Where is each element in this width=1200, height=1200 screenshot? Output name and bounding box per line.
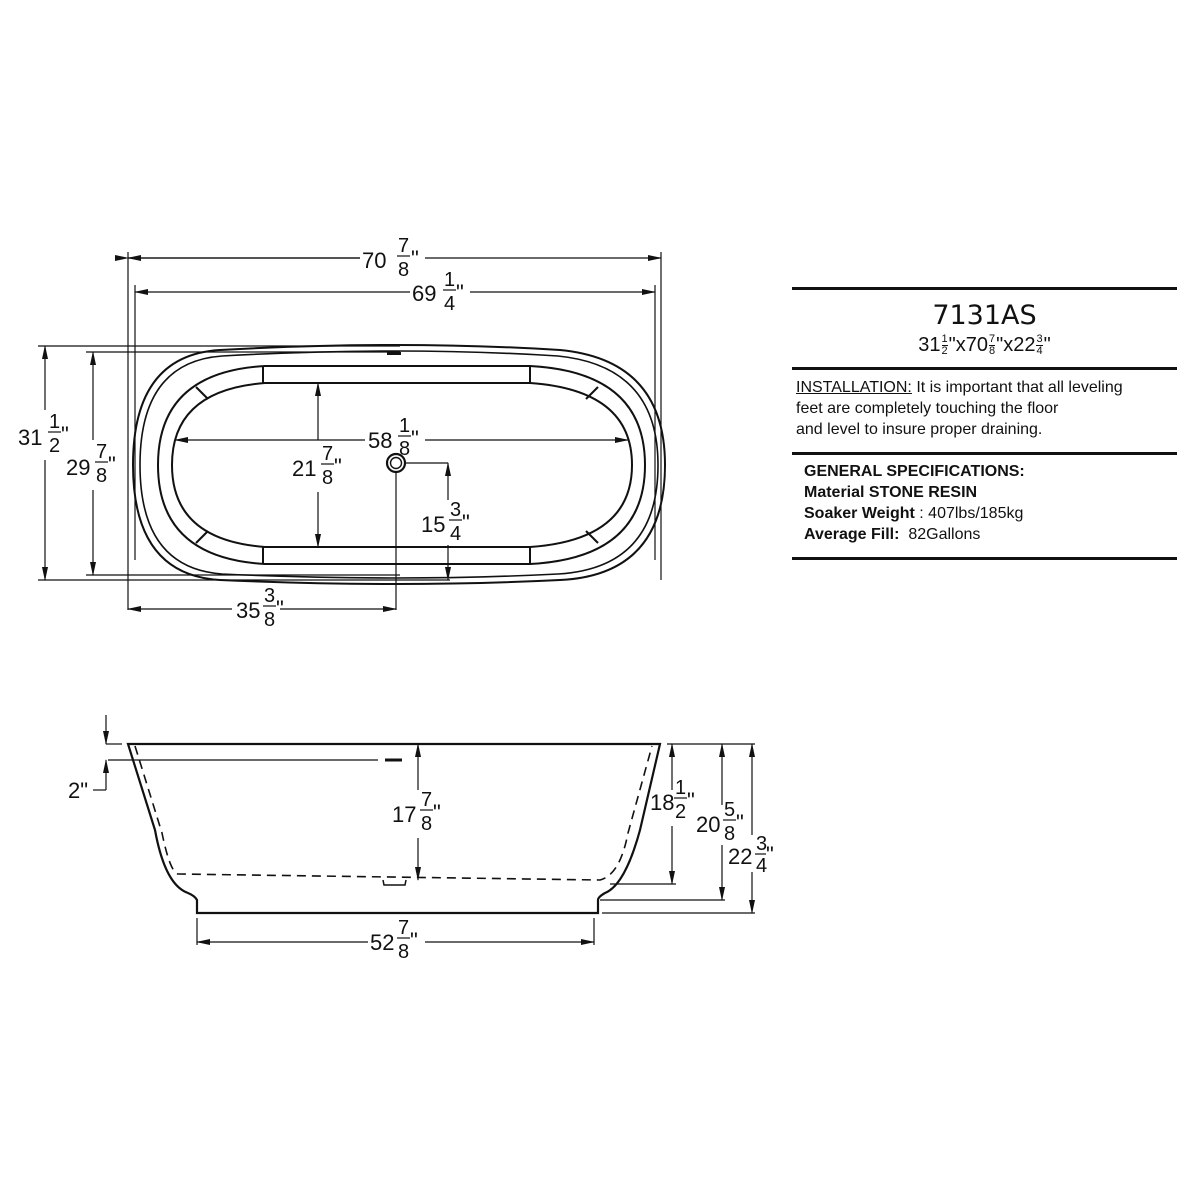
top-view (38, 252, 667, 612)
dim-drain-offset-y-whole: 15 (421, 512, 445, 537)
frac-den: 8 (989, 345, 996, 358)
side-view-labels: 2" 17 7 8 " 18 1 2 " 20 5 8 " 22 3 4 " 5… (68, 777, 774, 963)
spec-weight-value: : 407lbs/185kg (914, 505, 1024, 523)
installation-line-3: and level to insure proper draining. (796, 421, 1043, 439)
inch-mark: " (948, 334, 956, 356)
frac-den: 4 (1036, 345, 1043, 358)
dim-interior-length-den: 8 (399, 438, 410, 460)
dim-base-length-den: 8 (398, 941, 409, 963)
size-width-whole: 31 (918, 334, 941, 356)
divider (792, 287, 1177, 290)
dim-base-length-whole: 52 (370, 930, 394, 955)
model-number: 7131AS (932, 300, 1037, 331)
dim-overall-height-whole: 22 (728, 844, 752, 869)
dim-rim-width-den: 8 (96, 465, 107, 487)
dim-height-to-base-den: 8 (724, 823, 735, 845)
dim-interior-width-den: 8 (322, 467, 333, 489)
frac-den: 2 (941, 345, 948, 358)
dim-water-depth-whole: 17 (392, 802, 416, 827)
inch-mark: " (433, 800, 441, 825)
top-view-labels: 70 7 8 " 69 1 4 " 31 1 2 " 29 7 8 " 58 1… (18, 235, 470, 631)
divider (792, 557, 1177, 561)
divider (792, 367, 1177, 371)
frac-num: 3 (1036, 333, 1043, 347)
frac-num: 1 (941, 333, 948, 347)
general-specifications: GENERAL SPECIFICATIONS: Material STONE R… (792, 455, 1177, 557)
dim-height-to-base-whole: 20 (696, 812, 720, 837)
dim-overflow-drop: 2" (68, 778, 88, 803)
dim-overall-width-whole: 31 (18, 425, 42, 450)
dim-overall-height-den: 4 (756, 855, 767, 877)
inch-mark: " (411, 426, 419, 451)
installation-line-2: feet are completely touching the floor (796, 400, 1059, 418)
spec-material: Material STONE RESIN (804, 484, 978, 502)
inch-mark: " (687, 788, 695, 813)
dim-interior-length-whole: 58 (368, 428, 392, 453)
dim-overall-length-whole: 70 (362, 248, 386, 273)
dim-drain-offset-x-num: 3 (264, 585, 275, 607)
dim-rim-width-num: 7 (96, 441, 107, 463)
inch-mark: " (411, 246, 419, 271)
inch-mark: " (410, 928, 418, 953)
inch-mark: " (61, 422, 69, 447)
dim-interior-length-num: 1 (399, 415, 410, 437)
inch-mark: " (1043, 334, 1051, 356)
inch-mark: " (334, 454, 342, 479)
dim-base-length-num: 7 (398, 917, 409, 939)
inch-mark: " (766, 842, 774, 867)
dim-drain-offset-y-num: 3 (450, 499, 461, 521)
dim-overall-length-num: 7 (398, 235, 409, 257)
dim-drain-offset-y-den: 4 (450, 523, 461, 545)
frac-num: 7 (989, 333, 996, 347)
dim-drain-offset-x-whole: 35 (236, 598, 260, 623)
spec-fill-label: Average Fill: (804, 526, 900, 544)
spec-fill-value: 82Gallons (899, 526, 981, 544)
dim-overall-length-den: 8 (398, 259, 409, 281)
specs-heading: GENERAL SPECIFICATIONS: (804, 463, 1025, 481)
dim-rim-length-whole: 69 (412, 281, 436, 306)
size-length-whole: 70 (965, 334, 988, 356)
inch-mark: " (462, 510, 470, 535)
dim-interior-depth-den: 2 (675, 801, 686, 823)
dim-rim-length-num: 1 (444, 269, 455, 291)
dim-interior-width-whole: 21 (292, 456, 316, 481)
dim-drain-offset-x-den: 8 (264, 609, 275, 631)
dim-height-to-base-num: 5 (724, 799, 735, 821)
spec-weight-label: Soaker Weight (804, 505, 915, 523)
inch-mark: " (736, 810, 744, 835)
size-height-whole: 22 (1013, 334, 1036, 356)
dim-water-depth-num: 7 (421, 789, 432, 811)
inch-mark: " (276, 596, 284, 621)
dim-interior-depth-whole: 18 (650, 790, 674, 815)
dim-overall-height-num: 3 (756, 833, 767, 855)
installation-label: INSTALLATION: (796, 379, 912, 397)
dim-overall-width-num: 1 (49, 411, 60, 433)
inch-mark: " (996, 334, 1004, 356)
dim-water-depth-den: 8 (421, 813, 432, 835)
dim-rim-length-den: 4 (444, 293, 455, 315)
size-separator: x (1003, 334, 1014, 356)
installation-line-1: It is important that all leveling (911, 379, 1123, 397)
side-view (93, 715, 755, 945)
dim-interior-depth-num: 1 (675, 777, 686, 799)
inch-mark: " (108, 452, 116, 477)
inch-mark: " (456, 280, 464, 305)
dim-interior-width-num: 7 (322, 443, 333, 465)
divider (792, 452, 1177, 456)
dim-rim-width-whole: 29 (66, 455, 90, 480)
size-separator: x (955, 334, 966, 356)
installation-note: INSTALLATION: It is important that all l… (792, 370, 1177, 452)
dim-overall-width-den: 2 (49, 435, 60, 457)
